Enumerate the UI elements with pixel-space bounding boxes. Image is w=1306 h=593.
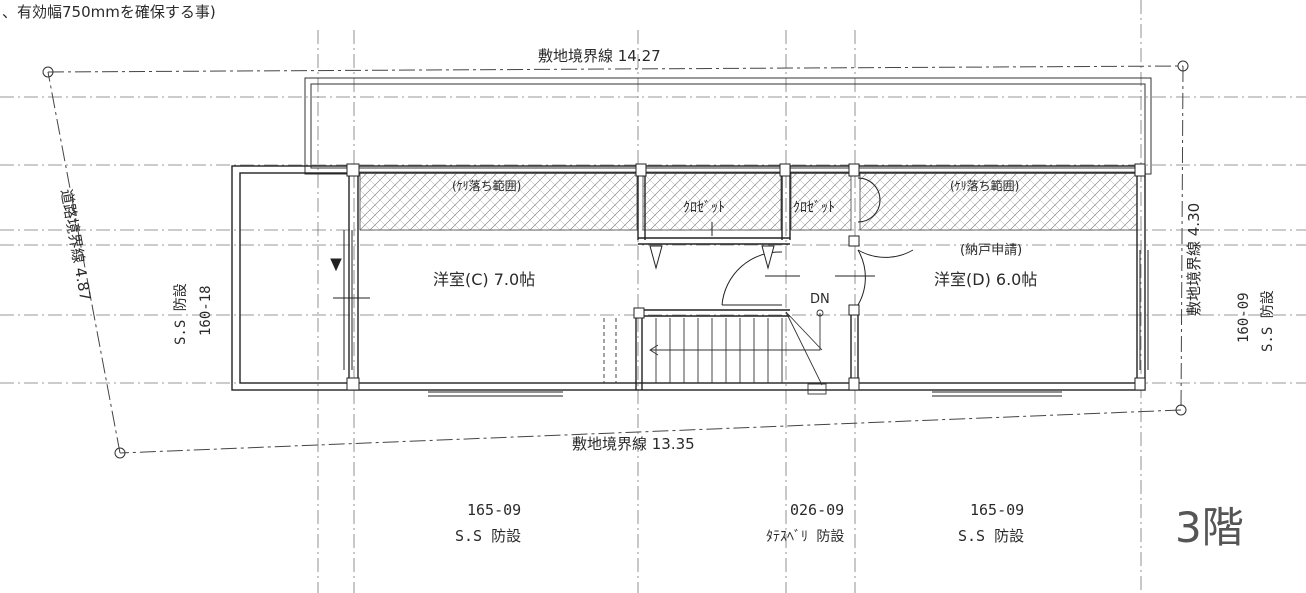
exterior-walls: [231, 165, 1146, 391]
boundary-right-label: 敷地境界線 4.30: [1185, 203, 1203, 316]
fire-bottom-left-code: 165-09: [467, 501, 521, 519]
wall-posts: [346, 163, 1146, 391]
windows: [330, 230, 1149, 397]
boundary-left-label: 道路境界線 4.87: [57, 188, 94, 303]
fire-right-code: 160-09: [1236, 292, 1252, 343]
closet-area-2: [790, 171, 852, 231]
fire-left-code: 160-18: [198, 285, 214, 336]
nando-note: (納戸申請): [960, 243, 1022, 258]
room-d-label: 洋室(D) 6.0帖: [934, 270, 1037, 289]
closet-area-1: [642, 171, 782, 231]
fire-bottom-left-type: S.S 防設: [455, 527, 521, 545]
stairs-dn-label: DN: [810, 292, 830, 307]
closet-label-1: ｸﾛｾﾞｯﾄ: [683, 200, 725, 216]
closet-label-2: ｸﾛｾﾞｯﾄ: [793, 200, 835, 216]
fall-range-label-2: (ｹﾘ落ち範囲): [950, 178, 1019, 193]
floor-label: 3階: [1175, 503, 1244, 552]
stairs: [603, 309, 827, 395]
fire-right-type: S.S 防設: [1260, 290, 1276, 352]
boundary-markers: [42, 60, 1189, 459]
boundary-bottom-label: 敷地境界線 13.35: [572, 435, 695, 453]
interior-walls: [348, 166, 859, 390]
fire-bottom-right-code: 165-09: [970, 501, 1024, 519]
fall-area-right: [859, 171, 1138, 231]
fire-bottom-center-type: ﾀﾃｽﾍﾞﾘ 防設: [766, 529, 844, 545]
fall-range-label-1: (ｹﾘ落ち範囲): [452, 178, 521, 193]
top-note: 、有効幅750mmを確保する事): [2, 3, 216, 21]
eave-outline: [304, 77, 1152, 175]
room-c-label: 洋室(C) 7.0帖: [433, 270, 535, 289]
fire-bottom-right-type: S.S 防設: [958, 527, 1024, 545]
fire-left-type: S.S 防設: [173, 283, 189, 345]
fall-area-left: [359, 171, 638, 231]
fire-bottom-center-code: 026-09: [790, 501, 844, 519]
doors: [649, 177, 914, 306]
site-boundary: [47, 65, 1184, 454]
boundary-top-label: 敷地境界線 14.27: [538, 47, 661, 65]
